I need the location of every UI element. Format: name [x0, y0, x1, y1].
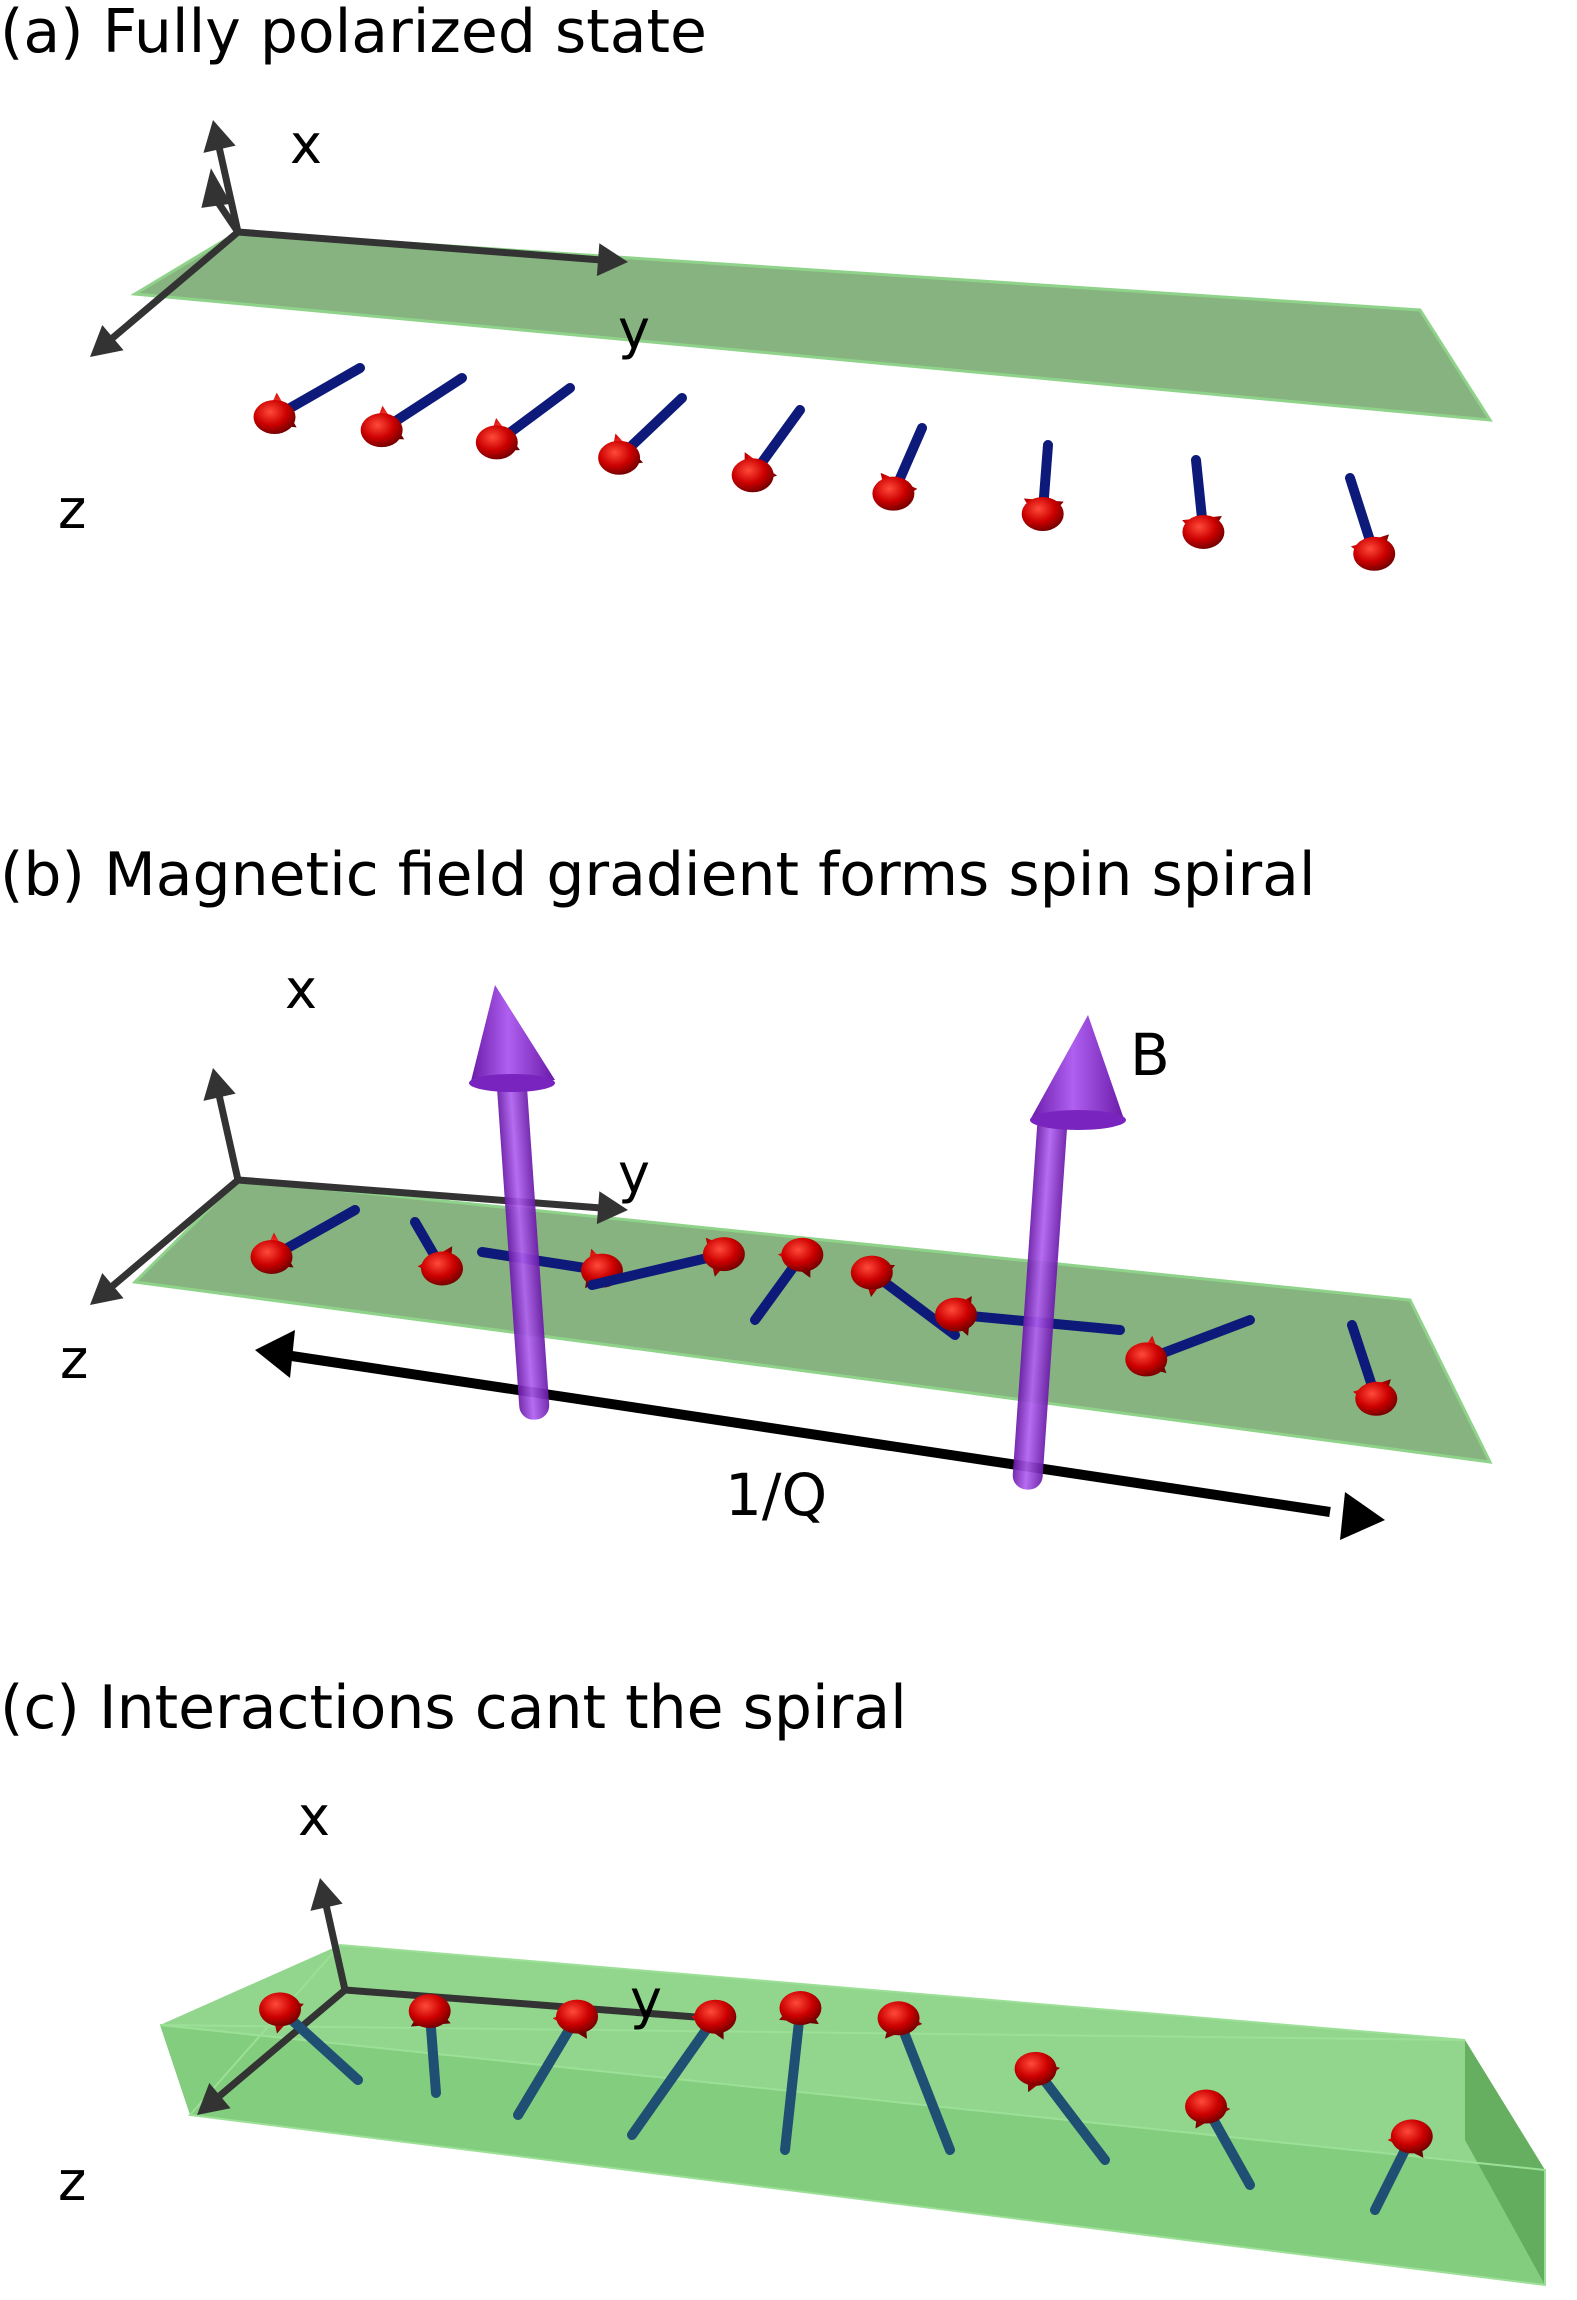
panel-a-spin-5 — [731, 405, 805, 493]
panel-a-spin-4 — [598, 393, 687, 475]
panel-a-spin-8 — [1182, 455, 1225, 549]
panel-c-spin-2 — [408, 1994, 451, 2098]
panel-b-spin-5 — [750, 1237, 824, 1325]
panel-c-spin-4 — [627, 1999, 737, 2140]
panel-b-axis-arrows — [90, 1068, 628, 1305]
panel-a-slab — [130, 230, 1493, 422]
panel-a-spin-1 — [253, 363, 365, 434]
panel-c-x-axis-arrow — [310, 1878, 349, 1994]
panel-b-spin-9 — [1347, 1320, 1398, 1416]
panel-a-spin-3 — [475, 383, 575, 460]
panel-b-spin-1 — [250, 1205, 360, 1274]
panel-c-spin-5 — [779, 1991, 822, 2155]
panel-b-x-axis-arrow — [203, 1068, 242, 1184]
panel-b-slab — [131, 1178, 1493, 1464]
panel-b-field-arrow-1 — [469, 985, 555, 1420]
panel-a: (a) Fully polarized state — [0, 0, 1493, 422]
panel-a-spin-7 — [1021, 440, 1064, 531]
panel-c: (c) Interactions cant the spiral — [0, 1673, 1546, 2287]
panel-c-y-label: y — [630, 1968, 662, 2031]
panel-b-spins — [250, 1205, 1398, 1416]
panel-b-x-label: x — [285, 958, 317, 1021]
panel-b-z-label: z — [60, 1328, 88, 1391]
panel-c-x-label: x — [298, 1785, 330, 1848]
panel-b-period-label: 1/Q — [725, 1461, 827, 1529]
panel-a-x-axis — [201, 168, 241, 234]
panel-a-x-label: x — [290, 113, 322, 176]
panel-b-z-axis-arrow — [90, 1176, 242, 1305]
panel-c-spin-3 — [513, 1999, 599, 2120]
panel-c-spin-9 — [1370, 2119, 1433, 2215]
panel-c-spins — [259, 1991, 1433, 2215]
panel-c-spin-7 — [1014, 2051, 1110, 2165]
panel-a-y-axis-arrow — [234, 228, 628, 277]
panel-c-spin-1 — [259, 1992, 363, 2085]
panel-c-z-axis-arrow — [197, 1986, 349, 2115]
panel-b-period-arrow-left-head — [255, 1330, 295, 1378]
panel-a-x-axis-arrow — [203, 120, 242, 236]
panel-a-spin-2 — [360, 373, 467, 448]
panel-b-spin-4 — [587, 1237, 745, 1290]
panel-c-caption: (c) Interactions cant the spiral — [0, 1673, 907, 1743]
panel-a-z-label: z — [58, 478, 86, 541]
panel-b-y-axis-arrow — [234, 1176, 628, 1225]
panel-a-axis-arrows — [90, 120, 628, 357]
panel-b-period-arrow — [255, 1330, 1385, 1540]
panel-a-y-label: y — [618, 298, 650, 361]
panel-b-field-label: B — [1130, 1021, 1170, 1089]
panel-b-spin-8 — [1125, 1315, 1255, 1377]
panel-c-slab-side — [1465, 2040, 1545, 2285]
panel-b-field-arrow-2 — [1012, 1015, 1126, 1490]
panel-a-z-axis-arrow — [90, 228, 242, 357]
panel-b-period-arrow-right-head — [1340, 1492, 1385, 1540]
panel-c-slab-front — [160, 2025, 1545, 2285]
panel-c-spin-8 — [1185, 2089, 1255, 2190]
panel-c-axis-arrows — [197, 1878, 735, 2115]
panel-b-y-label: y — [618, 1142, 650, 1205]
panel-b-caption: (b) Magnetic field gradient forms spin s… — [0, 840, 1316, 910]
panel-a-caption: (a) Fully polarized state — [0, 0, 707, 67]
panel-a-axes — [201, 168, 241, 234]
panel-c-spin-6 — [877, 2001, 955, 2155]
panel-a-spin-6 — [872, 423, 927, 511]
panel-a-spins — [253, 363, 1396, 571]
panel-a-spin-9 — [1345, 473, 1396, 571]
panel-b-spin-2 — [410, 1217, 464, 1286]
panel-c-z-label: z — [58, 2150, 86, 2213]
panel-b: (b) Magnetic field gradient forms spin s… — [0, 840, 1493, 1464]
